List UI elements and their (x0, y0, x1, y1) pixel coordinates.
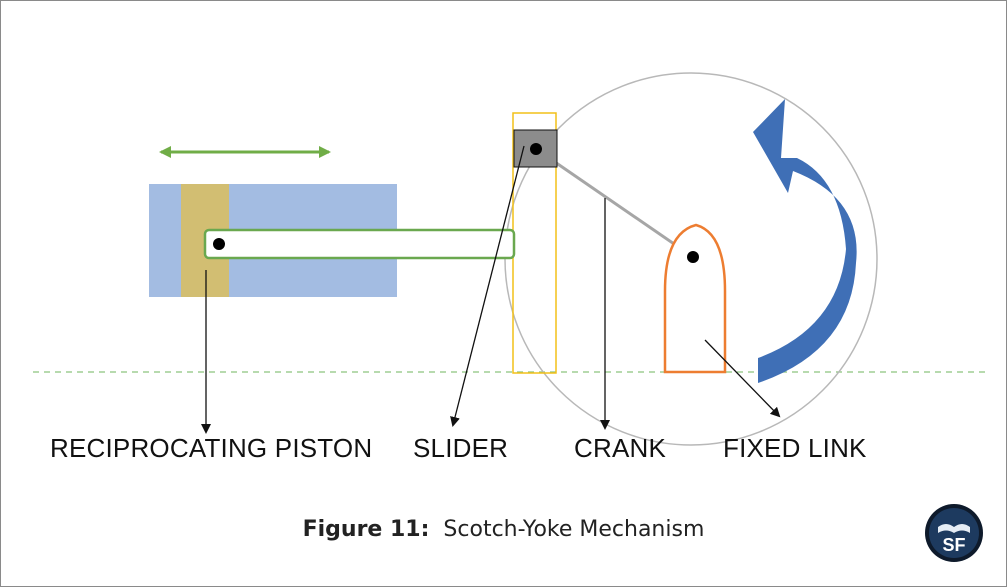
fixed-link-shape (663, 223, 727, 374)
crank-link (535, 147, 694, 259)
piston-rod (203, 228, 516, 260)
slider-pin (530, 143, 542, 155)
fixed-link-leader (704, 339, 781, 418)
scotch-yoke-diagram (33, 72, 989, 446)
slider-leader (450, 145, 525, 427)
caption-title: Scotch-Yoke Mechanism (443, 517, 705, 542)
fixed-link-pin (687, 251, 699, 263)
sf-logo: SF (925, 504, 983, 562)
label-crank: CRANK (574, 433, 667, 463)
rod-pin (213, 238, 225, 250)
caption-figure-number: Figure 11: (302, 517, 430, 542)
label-fixed-link: FIXED LINK (723, 433, 867, 463)
label-reciprocating-piston: RECIPROCATING PISTON (50, 433, 373, 463)
label-slider: SLIDER (413, 433, 509, 463)
figure-caption: Figure 11: Scotch-Yoke Mechanism (1, 517, 1006, 542)
logo-text: SF (942, 535, 965, 555)
rotation-arrow (753, 99, 857, 383)
